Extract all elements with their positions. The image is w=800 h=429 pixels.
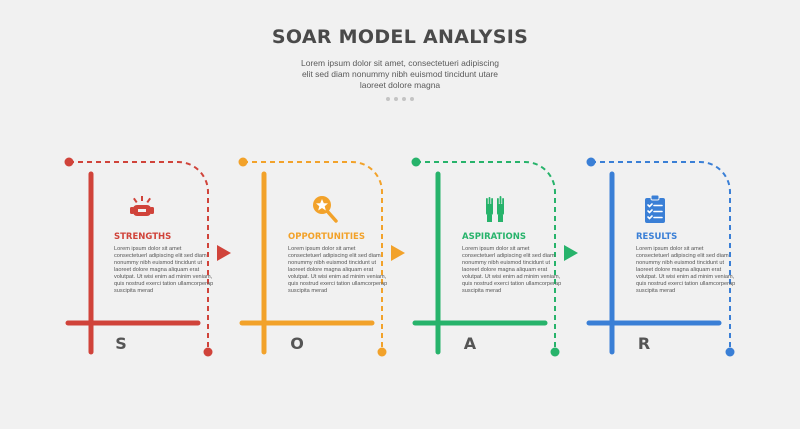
stage-card-opportunities: OPPORTUNITIES Lorem ipsum dolor sit amet… xyxy=(288,232,388,295)
stage-frame-opportunities xyxy=(243,161,383,350)
page-subtitle: Lorem ipsum dolor sit amet, consectetuer… xyxy=(250,58,550,91)
stage-lines-strengths xyxy=(65,171,201,355)
stage-description: Lorem ipsum dolor sit amet consectetuerl… xyxy=(288,246,388,294)
flexed-arm-icon xyxy=(130,196,154,216)
stage-description: Lorem ipsum dolor sit amet consectetuerl… xyxy=(462,246,562,294)
stage-title: OPPORTUNITIES xyxy=(288,232,365,242)
connector-dot-end xyxy=(203,347,213,357)
connector-dot-end xyxy=(377,347,387,357)
stage-frame-results xyxy=(591,161,731,350)
stage-card-strengths: STRENGTHS Lorem ipsum dolor sit amet con… xyxy=(114,232,214,295)
stage-description: Lorem ipsum dolor sit amet consectetuerl… xyxy=(114,246,214,294)
stage-title: RESULTS xyxy=(636,232,678,242)
arrow-icon xyxy=(217,245,231,261)
stage-title: ASPIRATIONS xyxy=(462,232,526,242)
subtitle-line: laoreet dolore magna xyxy=(359,80,441,90)
page-title: SOAR MODEL ANALYSIS xyxy=(271,26,529,48)
stage-description: Lorem ipsum dolor sit amet consectetuerl… xyxy=(636,246,736,294)
arrow-icon xyxy=(391,245,405,261)
search-star-icon xyxy=(313,196,338,223)
stage-letter-r: R xyxy=(637,334,651,353)
stage-letter-s: S xyxy=(115,334,127,353)
arrow-icon xyxy=(564,245,578,261)
dot xyxy=(394,97,398,101)
subtitle-line: elit sed diam nonummy nibh euismod tinci… xyxy=(301,69,499,79)
connector-dot-end xyxy=(550,347,560,357)
stage-letter-o: O xyxy=(290,334,304,353)
stage-lines-opportunities xyxy=(239,171,375,355)
stage-card-results: RESULTS Lorem ipsum dolor sit amet conse… xyxy=(636,232,736,295)
dot xyxy=(402,97,406,101)
pagination-dots xyxy=(386,97,414,101)
connector-dot-start xyxy=(411,157,421,167)
raised-hands-icon xyxy=(486,196,504,222)
stage-card-aspirations: ASPIRATIONS Lorem ipsum dolor sit amet c… xyxy=(462,232,562,295)
connector-dot-end xyxy=(725,347,735,357)
dot xyxy=(410,97,414,101)
stage-lines-aspirations xyxy=(412,171,548,355)
stage-frame-aspirations xyxy=(416,161,556,350)
stage-letter-a: A xyxy=(463,334,477,353)
stage-frame-strengths xyxy=(69,161,209,350)
dot xyxy=(386,97,390,101)
connector-dot-start xyxy=(586,157,596,167)
connector-dot-start xyxy=(64,157,74,167)
checklist-clipboard-icon xyxy=(645,194,665,223)
stage-title: STRENGTHS xyxy=(114,232,172,242)
stage-lines-results xyxy=(586,171,722,355)
subtitle-line: Lorem ipsum dolor sit amet, consectetuer… xyxy=(301,58,499,68)
connector-dot-start xyxy=(238,157,248,167)
